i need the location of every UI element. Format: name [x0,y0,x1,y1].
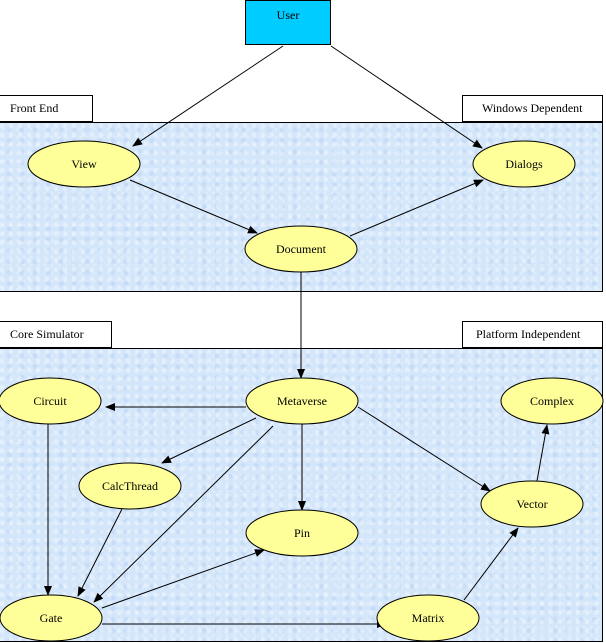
front-end-label: Front End [0,95,93,122]
node-dialogs-shape [472,140,576,188]
node-metaverse[interactable]: Metaverse [245,377,359,425]
edge-view-to-document [129,179,258,234]
node-calcthread-label: CalcThread [102,479,158,493]
node-complex[interactable]: Complex [500,377,604,425]
core-simulator-label: Core Simulator [0,321,112,348]
node-matrix[interactable]: Matrix [376,594,480,642]
edge-document-to-dialogs [349,179,484,237]
node-gate[interactable]: Gate [0,594,103,642]
node-vector-label: Vector [516,497,547,511]
edge-matrix-to-vector [463,527,519,601]
node-dialogs-label: Dialogs [505,157,543,171]
node-view-label: View [71,157,97,171]
node-vector[interactable]: Vector [480,480,584,528]
edge-metaverse-to-calcthread [161,417,257,464]
node-document-shape [244,225,358,273]
node-matrix-label: Matrix [412,611,445,625]
edge-metaverse-to-vector [357,406,491,492]
node-circuit-label: Circuit [33,394,67,408]
node-metaverse-label: Metaverse [277,394,327,408]
edge-vector-to-complex [536,424,550,482]
node-circuit[interactable]: Circuit [0,377,102,425]
node-vector-shape [480,480,584,528]
node-document-label: Document [276,242,327,256]
node-complex-shape [500,377,604,425]
node-metaverse-shape [245,377,359,425]
edge-user-to-dialogs [330,45,483,149]
node-calcthread-shape [78,462,182,510]
edge-user-to-view [132,45,284,147]
edge-calcthread-to-gate [77,508,123,597]
node-calcthread[interactable]: CalcThread [78,462,182,510]
nodes-layer: View Dialogs Document Circuit Metaverse … [0,140,604,642]
node-pin-shape [245,509,359,557]
node-dialogs[interactable]: Dialogs [472,140,576,188]
edges-layer [44,45,550,628]
node-complex-label: Complex [530,394,574,408]
platform-independent-label: Platform Independent [462,321,603,348]
node-pin[interactable]: Pin [245,509,359,557]
edge-gate-to-pin [101,549,265,609]
node-gate-shape [0,594,103,642]
user-node[interactable]: User [245,0,331,45]
node-gate-label: Gate [40,611,63,625]
node-view[interactable]: View [27,140,141,188]
node-matrix-shape [376,594,480,642]
windows-dependent-label: Windows Dependent [462,95,603,122]
node-pin-label: Pin [294,526,310,540]
node-view-shape [27,140,141,188]
edge-metaverse-to-gate [93,425,274,603]
node-document[interactable]: Document [244,225,358,273]
node-circuit-shape [0,377,102,425]
